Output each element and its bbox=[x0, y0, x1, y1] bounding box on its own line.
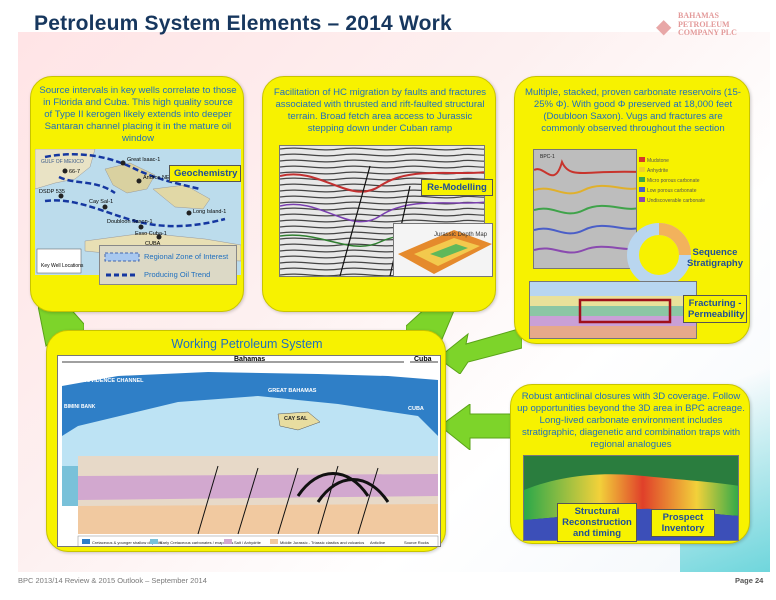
closure-text: Robust anticlinal closures with 3D cover… bbox=[517, 391, 745, 450]
block-diagram-drawing: Bahamas Cuba NNE SSW NW PROVIDENCE CHANN… bbox=[62, 356, 439, 546]
wps-ssw: SSW bbox=[410, 369, 427, 376]
wps-bimini: BIMINI BANK bbox=[64, 404, 96, 410]
wps-legend-6: Source Rocks bbox=[404, 540, 429, 545]
prospect-tag: Prospect Inventory bbox=[651, 509, 715, 537]
legend-low: Low porous carbonate bbox=[639, 187, 696, 194]
legend-undisc: Undiscoverable carbonate bbox=[639, 197, 705, 204]
logo-line2: PETROLEUM bbox=[678, 19, 730, 29]
fracture-drawing bbox=[530, 282, 696, 338]
wps-box: Working Petroleum System Bahamas Cuba NN… bbox=[46, 330, 446, 552]
wps-nne: NNE bbox=[66, 369, 81, 376]
reservoir-box: Multiple, stacked, proven carbonate rese… bbox=[514, 76, 750, 344]
well-label: BPC-1 bbox=[540, 154, 555, 160]
legend-oil-label: Producing Oil Trend bbox=[144, 270, 211, 279]
wps-legend-5: Anticline bbox=[370, 540, 386, 545]
migration-box: Facilitation of HC migration by faults a… bbox=[262, 76, 496, 312]
wps-bahamas-label: Bahamas bbox=[234, 356, 265, 363]
footer-caption: BPC 2013/14 Review & 2015 Outlook – Sept… bbox=[18, 576, 207, 585]
depth-map-drawing: Jurassic Depth Map bbox=[398, 230, 492, 274]
wps-legend-1: Cretaceous & younger shallow deposits bbox=[92, 540, 162, 545]
map-long-island-label: Long Island-1 bbox=[193, 209, 226, 215]
page-number: Page 24 bbox=[735, 576, 764, 585]
wps-legend-4: Middle Jurassic - Triassic clastics and … bbox=[280, 540, 364, 545]
fracturing-tag: Fracturing - Permeability bbox=[683, 295, 747, 323]
migration-text: Facilitation of HC migration by faults a… bbox=[273, 87, 487, 134]
map-great-isaac-label: Great Isaac-1 bbox=[127, 157, 160, 163]
zone-legend-icon bbox=[104, 252, 140, 262]
wps-block-diagram: Bahamas Cuba NNE SSW NW PROVIDENCE CHANN… bbox=[57, 355, 441, 547]
arrow-closure-left bbox=[440, 404, 516, 450]
legend-anhydrite: Anhydrite bbox=[639, 167, 668, 174]
wps-title: Working Petroleum System bbox=[171, 337, 323, 351]
wps-region-2: BIMINI / ANDROS PLATFORM bbox=[168, 368, 245, 374]
map-legend-title: Key Well Locations bbox=[41, 263, 84, 269]
source-text: Source intervals in key wells correlate … bbox=[39, 85, 237, 144]
legend-mudstone: Mudstone bbox=[639, 157, 669, 164]
wps-region-1: NW PROVIDENCE CHANNEL bbox=[68, 378, 144, 384]
map-cuba-label: CUBA bbox=[145, 241, 161, 247]
logo-line1: BAHAMAS bbox=[678, 11, 719, 20]
map-cay-sal-label: Cay Sal-1 bbox=[89, 199, 113, 205]
closure-box: Robust anticlinal closures with 3D cover… bbox=[510, 384, 750, 544]
legend-micro: Micro porous carbonate bbox=[639, 177, 700, 184]
map-dsdp-label: DSDP 535 bbox=[39, 189, 65, 195]
source-legend: Regional Zone of Interest Producing Oil … bbox=[99, 245, 237, 285]
source-box: Source intervals in key wells correlate … bbox=[30, 76, 244, 312]
map-gulf-label: GULF OF MEXICO bbox=[41, 159, 84, 165]
fracturing-section bbox=[529, 281, 697, 339]
wps-legend-3: Salt / Anhydrite bbox=[234, 540, 262, 545]
remodelling-tag: Re-Modelling bbox=[421, 179, 493, 196]
wps-region-3: SANTARAN PALEOBANK bbox=[278, 368, 344, 374]
jurassic-depth-map: Jurassic Depth Map bbox=[393, 223, 493, 277]
page-title: Petroleum System Elements – 2014 Work bbox=[34, 12, 452, 35]
oil-trend-legend-icon bbox=[106, 273, 138, 277]
reservoir-text: Multiple, stacked, proven carbonate rese… bbox=[525, 87, 741, 134]
map-esso-label: Esso Cuba-1 bbox=[135, 231, 167, 237]
reservoir-seismic: BPC-1 bbox=[533, 149, 637, 269]
structural-tag: Structural Reconstruction and timing bbox=[557, 503, 637, 542]
map-doubloon-label: Doubloon Saxon-1 bbox=[107, 219, 153, 225]
wps-legend-2: Early Cretaceous carbonates / evaporites bbox=[160, 540, 233, 545]
wps-region-4: THRUST BELT bbox=[358, 368, 396, 374]
arrow-reservoir-left bbox=[438, 328, 522, 374]
wps-great-bahamas: GREAT BAHAMAS bbox=[268, 388, 317, 394]
wps-cay-sal: CAY SAL bbox=[284, 416, 308, 422]
wps-cuba-label: Cuba bbox=[414, 356, 432, 363]
depth-map-label: Jurassic Depth Map bbox=[434, 232, 488, 238]
logo-text: BAHAMAS PETROLEUM COMPANY PLC bbox=[678, 11, 748, 38]
legend-zone-label: Regional Zone of Interest bbox=[144, 252, 229, 261]
map-andros-label: Andros NE-1 bbox=[143, 175, 175, 181]
seismic-legend: Mudstone Anhydrite Micro porous carbonat… bbox=[639, 157, 743, 217]
logo-icon: ◆ bbox=[656, 16, 672, 38]
logo-line3: COMPANY PLC bbox=[678, 28, 737, 37]
reservoir-seismic-drawing: BPC-1 bbox=[534, 150, 636, 268]
company-logo: ◆ BAHAMAS PETROLEUM COMPANY PLC bbox=[656, 11, 748, 44]
sequence-wheel bbox=[627, 223, 691, 287]
geochemistry-tag: Geochemistry bbox=[169, 165, 241, 182]
sequence-stratigraphy-tag: Sequence Stratigraphy bbox=[687, 247, 743, 269]
wps-cuba-region: CUBA bbox=[408, 406, 424, 412]
map-66-label: 66-7 bbox=[69, 169, 80, 175]
